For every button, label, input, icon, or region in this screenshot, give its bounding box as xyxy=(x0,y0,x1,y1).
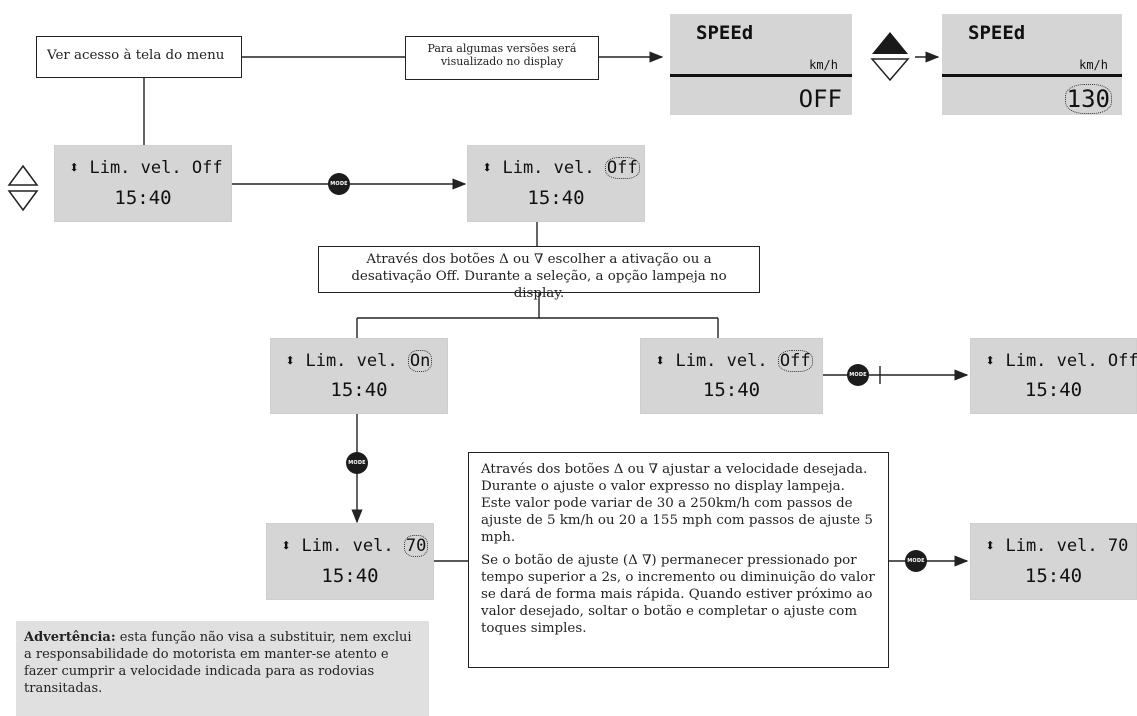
lcd-value: Off xyxy=(1107,351,1137,371)
lcd-label: ⬍ Lim. vel. xyxy=(655,351,768,371)
speed-title: SPEEd xyxy=(968,22,1026,44)
menu-access-box: Ver acesso à tela do menu xyxy=(36,36,242,78)
mode-label: MODE xyxy=(348,460,366,466)
up-down-arrows-icon xyxy=(870,32,910,82)
lcd-time: 15:40 xyxy=(1024,379,1083,401)
lcd-line-1: ⬍ Lim. vel. Off xyxy=(482,157,640,179)
adjustment-paragraph-1: Através dos botões Δ ou ∇ ajustar a velo… xyxy=(481,462,873,545)
menu-access-text: Ver acesso à tela do menu xyxy=(47,48,225,63)
lcd-line-1: ⬍ Lim. vel. Off xyxy=(985,351,1137,371)
warning-text: esta função não visa a substituir, nem e… xyxy=(24,630,412,696)
lcd-line-1: ⬍ Lim. vel. Off xyxy=(655,350,813,372)
adjustment-paragraph-2: Se o botão de ajuste (Δ ∇) permanecer pr… xyxy=(481,553,875,636)
lcd-speed-limit-70-blinking: ⬍ Lim. vel. 70 15:40 xyxy=(266,523,434,600)
lcd-label: ⬍ Lim. vel. xyxy=(985,351,1098,371)
selection-instruction-text: Através dos botões Δ ou ∇ escolher a ati… xyxy=(351,252,727,301)
speed-display-off: SPEEd km/h OFF xyxy=(670,14,852,115)
lcd-time: 15:40 xyxy=(527,187,585,209)
lcd-label: ⬍ Lim. vel. xyxy=(482,158,595,178)
display-divider xyxy=(670,74,852,77)
lcd-line-1: ⬍ Lim. vel. 70 xyxy=(985,536,1128,556)
up-down-arrows-icon xyxy=(7,164,39,212)
lcd-time: 15:40 xyxy=(114,187,172,209)
mode-button-icon: MODE xyxy=(328,173,350,195)
lcd-time: 15:40 xyxy=(321,565,379,587)
speed-value: 130 xyxy=(1064,84,1112,114)
lcd-value-blinking: On xyxy=(407,350,433,372)
speed-title: SPEEd xyxy=(696,22,754,44)
lcd-speed-limit-off-blinking-2: ⬍ Lim. vel. Off 15:40 xyxy=(640,338,823,414)
lcd-time: 15:40 xyxy=(702,379,761,401)
lcd-label: ⬍ Lim. vel. xyxy=(285,351,398,371)
mode-button-icon: MODE xyxy=(847,364,869,386)
lcd-time: 15:40 xyxy=(330,379,388,401)
lcd-value: Off xyxy=(191,158,223,178)
mode-label: MODE xyxy=(849,372,867,378)
mode-label: MODE xyxy=(330,181,348,187)
lcd-speed-limit-off: ⬍ Lim. vel. Off 15:40 xyxy=(54,145,232,222)
warning-label: Advertência: xyxy=(24,630,116,645)
lcd-speed-limit-off-confirmed: ⬍ Lim. vel. Off 15:40 xyxy=(970,338,1137,414)
lcd-speed-limit-on: ⬍ Lim. vel. On 15:40 xyxy=(270,338,448,414)
lcd-line-1: ⬍ Lim. vel. Off xyxy=(69,158,223,178)
lcd-label: ⬍ Lim. vel. xyxy=(69,158,182,178)
lcd-speed-limit-70-confirmed: ⬍ Lim. vel. 70 15:40 xyxy=(970,523,1137,600)
speed-display-set: SPEEd km/h 130 xyxy=(942,14,1122,115)
mode-label: MODE xyxy=(907,558,925,564)
lcd-value: 70 xyxy=(1107,536,1129,556)
mode-button-icon: MODE xyxy=(905,550,927,572)
lcd-line-1: ⬍ Lim. vel. 70 xyxy=(281,535,429,557)
versions-note-text: Para algumas versões será visualizado no… xyxy=(427,42,577,68)
warning-note: Advertência: esta função não visa a subs… xyxy=(16,621,429,716)
display-divider xyxy=(942,74,1122,77)
lcd-label: ⬍ Lim. vel. xyxy=(281,536,394,556)
lcd-value-blinking: Off xyxy=(604,157,640,179)
lcd-value-blinking: Off xyxy=(777,350,813,372)
lcd-label: ⬍ Lim. vel. xyxy=(985,536,1098,556)
selection-instruction-box: Através dos botões Δ ou ∇ escolher a ati… xyxy=(318,246,760,301)
speed-unit: km/h xyxy=(1079,58,1108,72)
speed-value-blinking: 130 xyxy=(1064,84,1112,114)
lcd-speed-limit-off-blinking: ⬍ Lim. vel. Off 15:40 xyxy=(467,145,645,222)
adjustment-instruction-box: Através dos botões Δ ou ∇ ajustar a velo… xyxy=(468,452,889,668)
versions-note-box: Para algumas versões será visualizado no… xyxy=(405,36,599,80)
speed-unit: km/h xyxy=(809,58,838,72)
speed-value: OFF xyxy=(798,85,842,113)
lcd-line-1: ⬍ Lim. vel. On xyxy=(285,350,433,372)
mode-button-icon: MODE xyxy=(346,452,368,474)
lcd-value-blinking: 70 xyxy=(403,535,429,557)
lcd-time: 15:40 xyxy=(1024,565,1083,587)
